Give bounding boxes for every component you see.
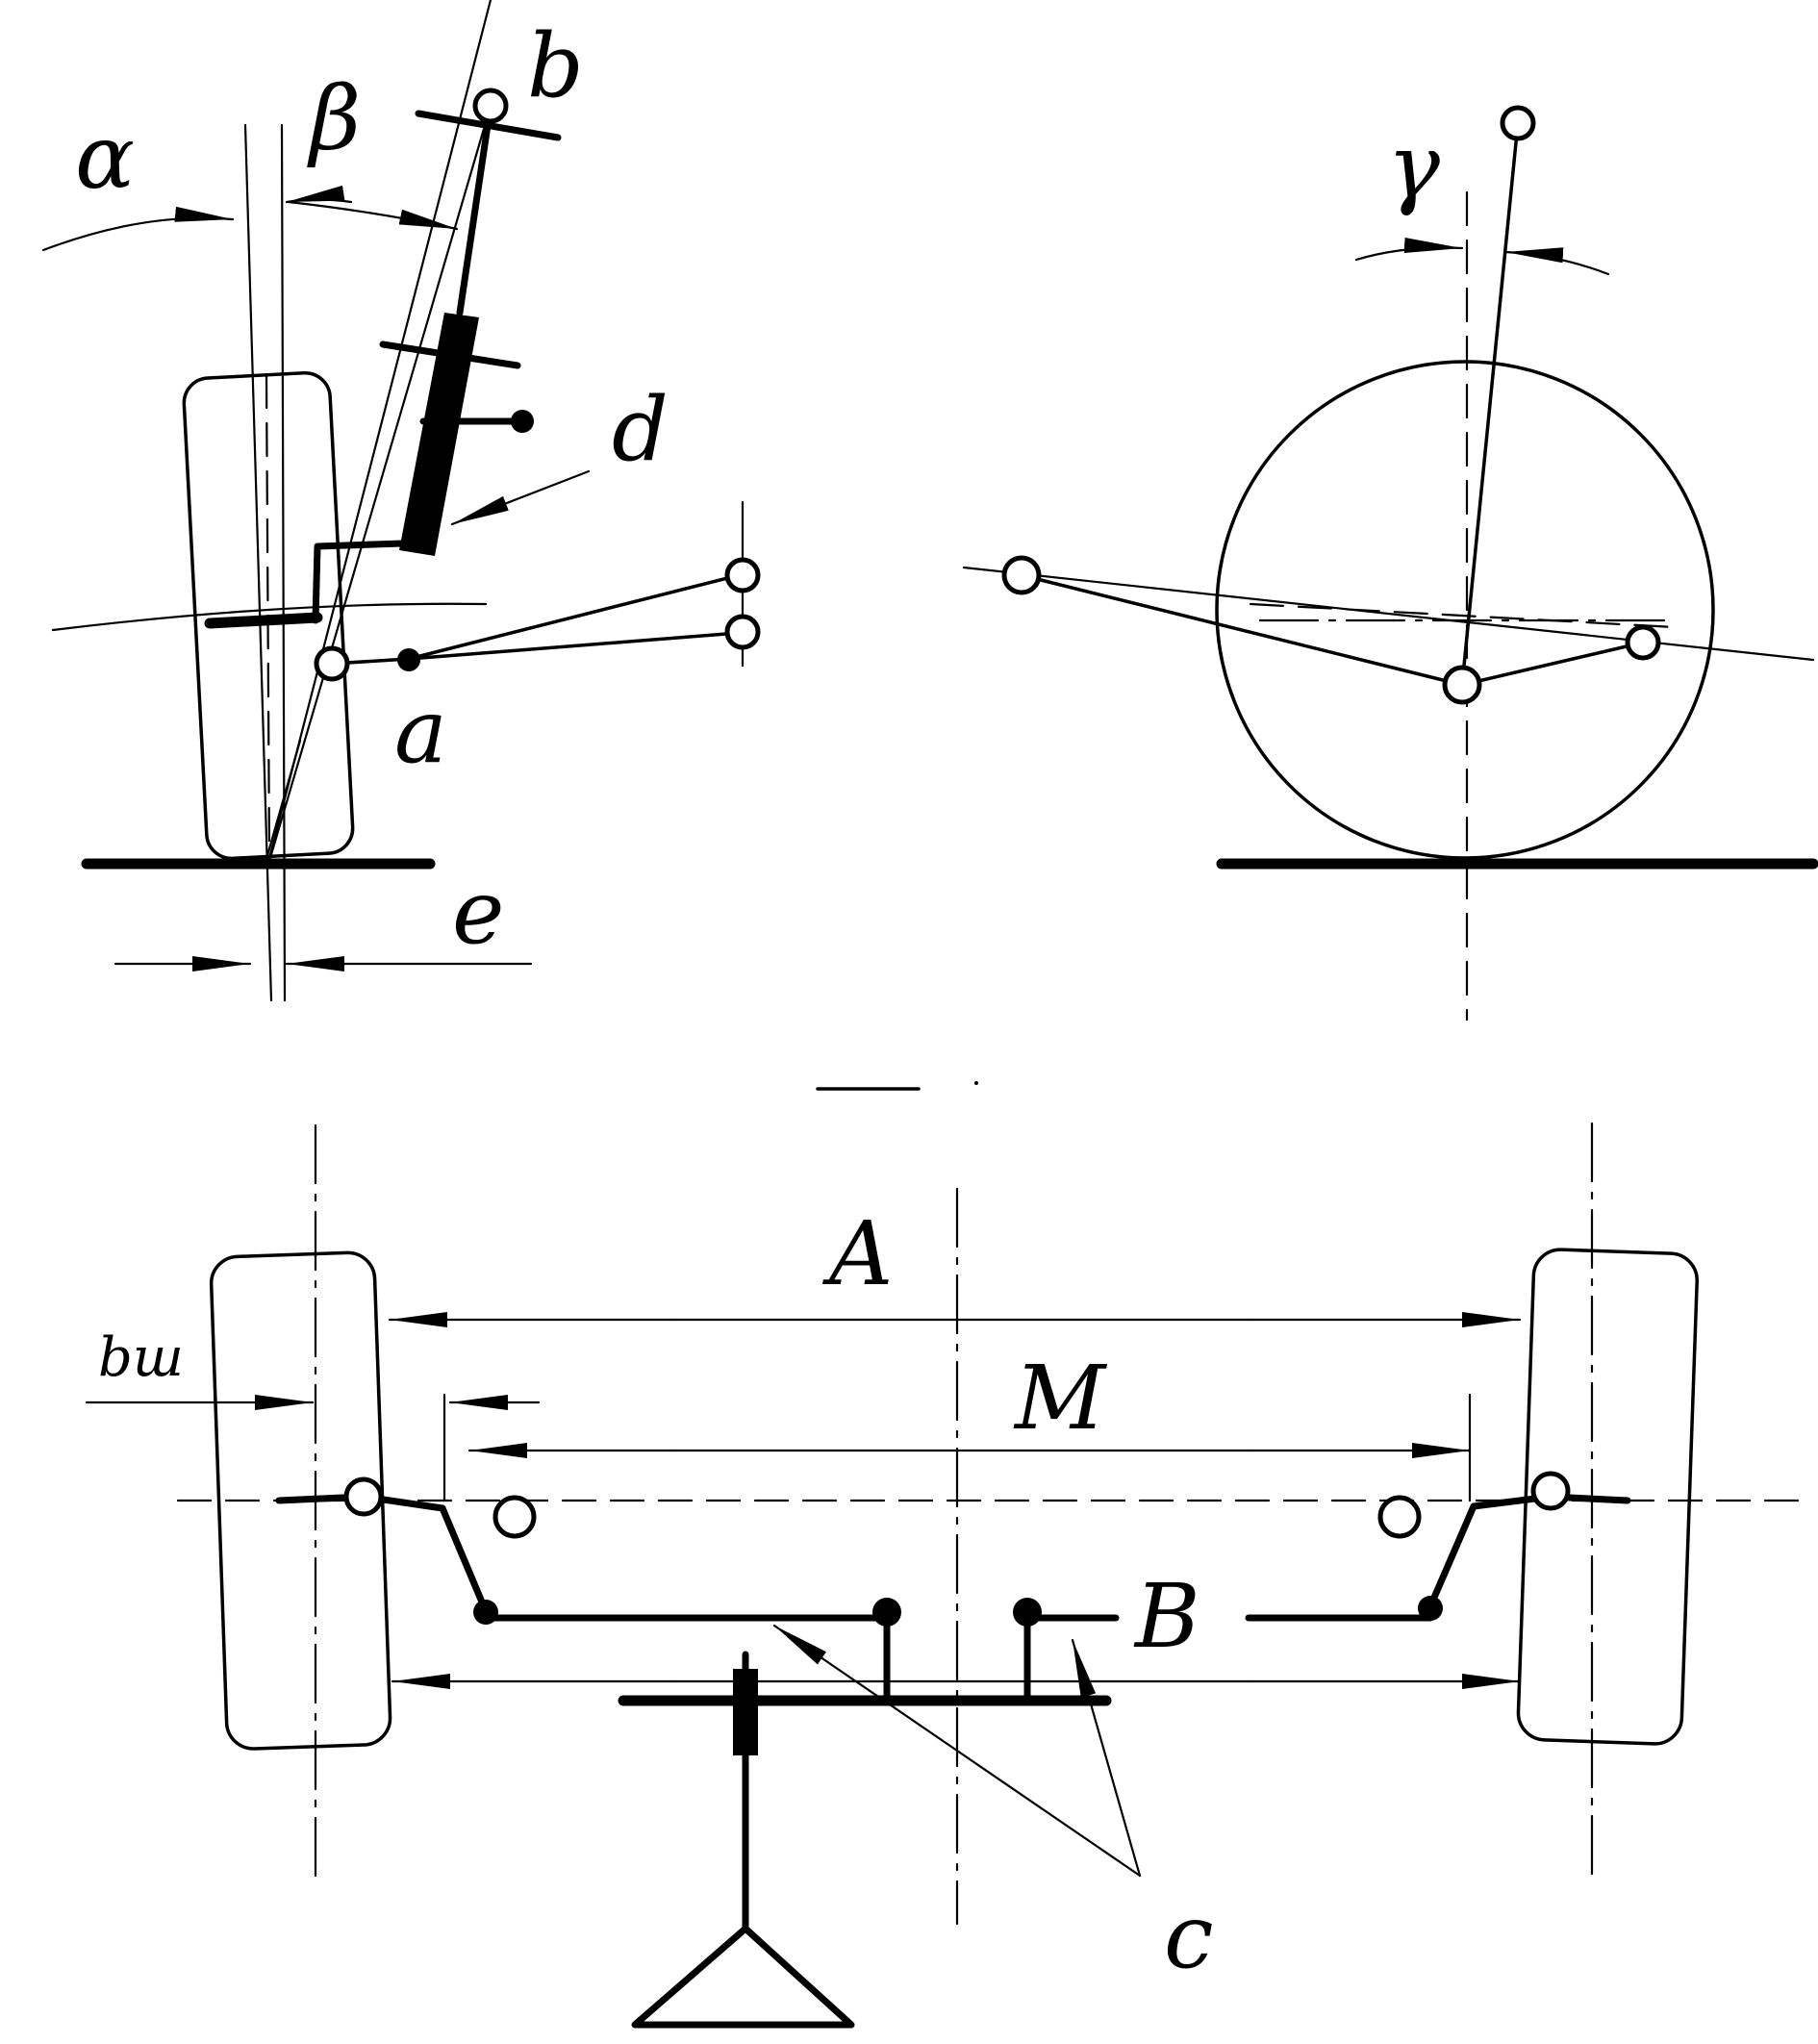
lower-arm-link-upper <box>407 573 741 661</box>
label-b: b <box>527 14 584 117</box>
beta-arc-left <box>285 185 353 204</box>
right-inner-pivot <box>1377 1495 1422 1539</box>
label-a: a <box>394 680 447 783</box>
plan-view-axle: A M bш <box>85 1122 1815 2029</box>
side-top-pivot <box>1500 105 1536 141</box>
d-leader <box>450 469 591 526</box>
lower-arm-link-lower <box>407 631 741 661</box>
wheel-center-line <box>280 123 287 1002</box>
label-alpha: α <box>75 106 135 209</box>
front-view-strut: α β b d a e <box>41 0 761 1002</box>
label-beta: β <box>307 67 361 170</box>
right-steering-arm <box>1427 1502 1477 1610</box>
axle-horizontal-line <box>51 602 488 632</box>
gamma-arc-left <box>1354 238 1464 262</box>
alpha-arc <box>41 206 235 252</box>
left-inner-pivot <box>492 1495 537 1539</box>
left-kingpin-pivot <box>343 1476 384 1517</box>
side-slope-line <box>962 566 1815 662</box>
label-M: M <box>1013 1347 1108 1450</box>
side-kingpin-line <box>1460 121 1520 687</box>
left-steering-arm <box>439 1504 490 1615</box>
wheel-spindle <box>204 612 323 629</box>
label-b-sh: bш <box>98 1326 184 1389</box>
right-kingpin-pivot <box>1530 1471 1571 1511</box>
ball-joint-a <box>314 645 350 682</box>
arm-mount-upper <box>724 557 761 593</box>
side-link-left <box>1020 573 1464 687</box>
label-c: c <box>1164 1885 1214 1988</box>
arm-mount-lower <box>724 614 761 650</box>
side-right-pivot <box>1625 624 1661 661</box>
knuckle-bracket <box>312 540 406 624</box>
side-left-pivot <box>1001 555 1042 595</box>
c-leader-right <box>1071 1638 1142 1878</box>
label-A: A <box>821 1202 893 1305</box>
side-center-pivot <box>1442 665 1482 705</box>
damper-body <box>399 313 479 556</box>
side-view-wheel: γ <box>962 105 1818 1022</box>
beta-arc-right <box>287 200 459 231</box>
strut-top-pivot-b <box>472 88 509 124</box>
gamma-arc-right <box>1503 247 1610 276</box>
side-wheel-circle <box>1215 360 1715 860</box>
side-link-right <box>1460 641 1645 687</box>
damper-pin-dot <box>511 410 534 433</box>
label-B: B <box>1133 1565 1200 1668</box>
label-e: e <box>452 861 504 964</box>
spring-seat <box>379 341 521 369</box>
label-gamma: γ <box>1387 115 1441 218</box>
strut-rod <box>456 102 494 316</box>
steering-base-triangle <box>631 1925 855 2029</box>
label-d: d <box>612 378 669 481</box>
c-leader-left <box>772 1624 1142 1878</box>
kingpin-axis-line <box>265 0 492 868</box>
